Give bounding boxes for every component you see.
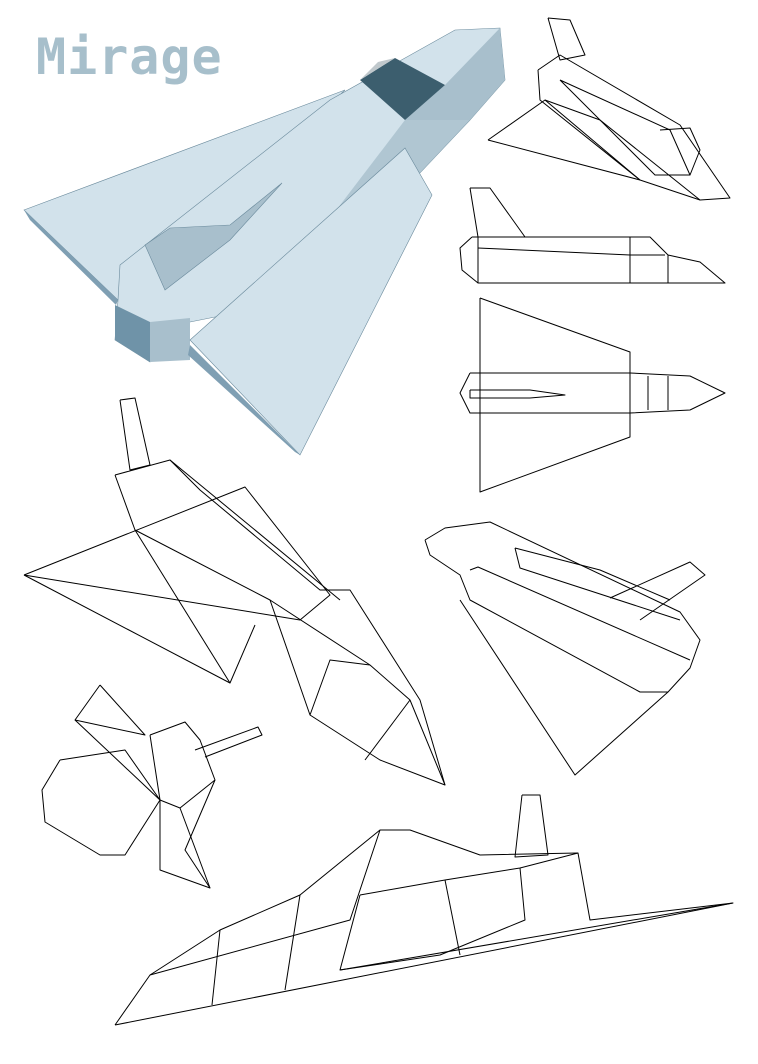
mirage-logo: Mirage — [36, 28, 223, 86]
wireframe-bottom — [114, 794, 734, 1026]
wireframe-center-right — [424, 521, 706, 776]
wireframe-side-view — [459, 187, 726, 284]
wireframe-center-left — [23, 397, 446, 786]
wireframe-top-view — [459, 297, 726, 493]
wireframe-rear-view — [41, 684, 263, 889]
shaded-ship-render — [23, 27, 506, 456]
wireframe-top-right — [487, 17, 731, 201]
